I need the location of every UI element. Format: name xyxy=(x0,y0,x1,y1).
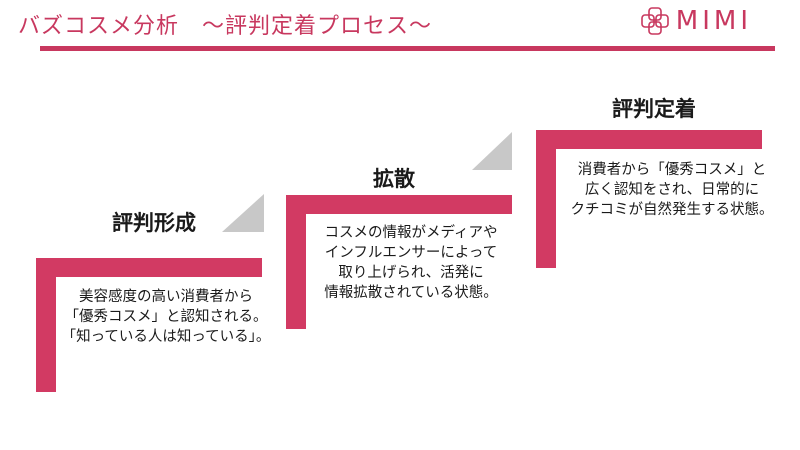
step-1-line-1: 美容感度の高い消費者から xyxy=(79,289,253,305)
step-bar-side-1 xyxy=(36,258,56,392)
step-label-3: 評判定着 xyxy=(612,97,696,121)
step-arrow-2 xyxy=(472,132,512,170)
page-title: バズコスメ分析 ～評判定着プロセス～ xyxy=(18,14,433,39)
step-label-2: 拡散 xyxy=(373,167,415,191)
step-2-line-3: 取り上げられ、活発に xyxy=(338,265,484,281)
step-bar-side-3 xyxy=(536,130,556,268)
step-3-line-3: クチコミが自然発生する状態。 xyxy=(570,202,774,218)
step-3-line-1: 消費者から「優秀コスメ」と xyxy=(577,162,767,178)
brand-logo: MIMI xyxy=(640,6,752,36)
header-divider xyxy=(40,46,775,51)
step-bar-side-2 xyxy=(286,195,306,329)
step-bar-top-1 xyxy=(36,258,262,277)
step-bar-top-2 xyxy=(286,195,512,214)
step-2-line-2: インフルエンサーによって xyxy=(324,245,498,261)
step-2-line-4: 情報拡散されている状態。 xyxy=(324,285,498,301)
step-description-3: 消費者から「優秀コスメ」と 広く認知をされ、日常的に クチコミが自然発生する状態… xyxy=(560,160,784,220)
step-2-line-1: コスメの情報がメディアや xyxy=(324,225,498,241)
step-label-1: 評判形成 xyxy=(112,211,196,235)
step-arrow-1 xyxy=(222,194,264,232)
step-description-1: 美容感度の高い消費者から 「優秀コスメ」と認知される。 「知っている人は知ってい… xyxy=(60,287,272,347)
cube-pattern-logo-icon xyxy=(640,7,669,35)
brand-name: MIMI xyxy=(675,6,752,36)
step-description-2: コスメの情報がメディアや インフルエンサーによって 取り上げられ、活発に 情報拡… xyxy=(308,223,514,303)
step-1-line-2: 「優秀コスメ」と認知される。 xyxy=(64,309,268,325)
step-3-line-2: 広く認知をされ、日常的に xyxy=(584,182,760,198)
step-bar-top-3 xyxy=(536,130,762,149)
step-1-line-3: 「知っている人は知っている」。 xyxy=(61,329,271,345)
